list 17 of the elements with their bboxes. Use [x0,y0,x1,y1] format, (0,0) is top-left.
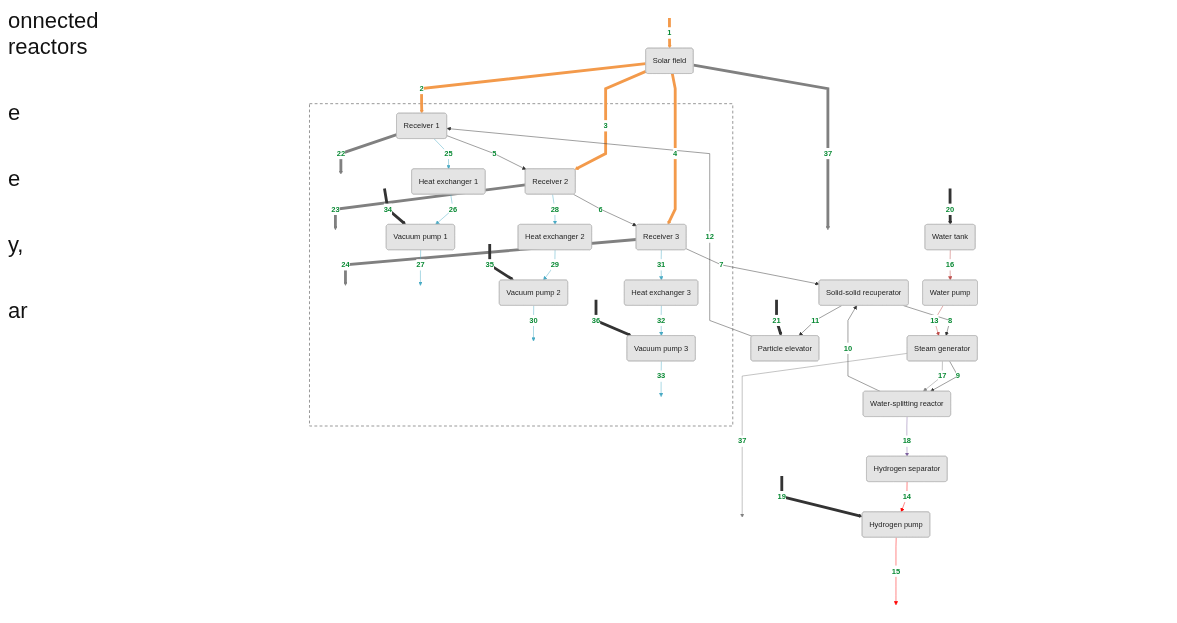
arrow [338,133,398,175]
arrow [693,63,830,231]
slide-text-fragment: onnected reactors [8,8,100,60]
slide-text-fragment: y, [8,232,25,258]
cluster [309,103,733,427]
arrow [667,17,672,49]
slide-text-fragment: ar [8,298,29,324]
arrow [775,299,783,336]
slide-text-fragment: e [8,166,22,192]
arrow [667,73,677,225]
arrow [383,188,406,225]
arrow [419,62,646,114]
slide-text-fragment: e [8,100,22,126]
arrow [594,299,632,337]
arrow [574,70,647,170]
arrow [488,244,514,281]
arrow [780,475,863,518]
